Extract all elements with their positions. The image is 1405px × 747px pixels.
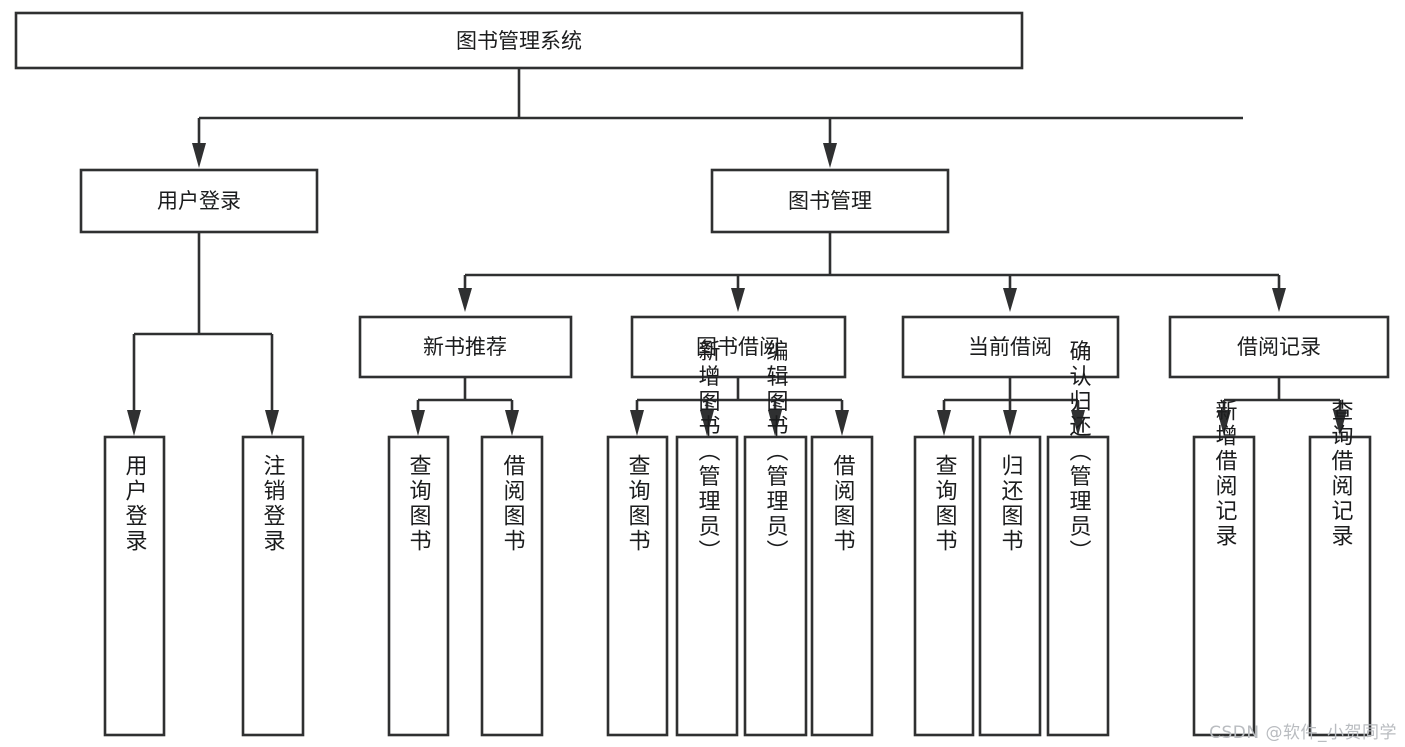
node-current-borrow-label: 当前借阅	[968, 335, 1052, 359]
leaf-current-borrow-return-label: 归还图书	[998, 454, 1024, 554]
leaf-user-login-logout-label: 注销登录	[260, 454, 286, 554]
leaf-user-login-login[interactable]: 用户登录	[103, 435, 166, 737]
leaf-current-borrow-query[interactable]: 查询图书	[913, 435, 975, 737]
leaf-book-borrow-borrow[interactable]: 借阅图书	[810, 435, 874, 737]
node-user-login-label: 用户登录	[157, 189, 241, 213]
leaf-current-borrow-confirm-label: 确认归还（管理员）	[1066, 340, 1092, 565]
leaf-borrow-record-query-label: 查询借阅记录	[1328, 399, 1354, 549]
connectors-root-to-level2	[192, 68, 1243, 168]
leaf-current-borrow-confirm[interactable]: 确认归还（管理员）	[1046, 340, 1110, 737]
node-root-system-label: 图书管理系统	[456, 29, 582, 53]
leaf-book-borrow-query-label: 查询图书	[625, 454, 651, 554]
leaf-book-borrow-add-label: 新增图书（管理员）	[695, 340, 721, 565]
connectors-level3-borrow-record	[1217, 377, 1347, 436]
leaf-borrow-record-add-label: 新增借阅记录	[1212, 399, 1238, 549]
node-book-management[interactable]: 图书管理	[710, 168, 950, 234]
node-root-system[interactable]: 图书管理系统	[14, 11, 1024, 70]
node-book-borrow-label: 图书借阅	[696, 335, 780, 359]
node-user-login[interactable]: 用户登录	[79, 168, 319, 234]
leaf-new-book-borrow-label: 借阅图书	[500, 454, 526, 554]
node-borrow-record-label: 借阅记录	[1237, 335, 1321, 359]
leaf-new-book-borrow[interactable]: 借阅图书	[480, 435, 544, 737]
node-new-book-recommend-label: 新书推荐	[423, 335, 507, 359]
leaf-book-borrow-edit-label: 编辑图书（管理员）	[763, 340, 789, 565]
leaf-borrow-record-query[interactable]: 查询借阅记录	[1308, 399, 1372, 737]
leaf-new-book-query[interactable]: 查询图书	[387, 435, 450, 737]
node-new-book-recommend[interactable]: 新书推荐	[358, 315, 573, 379]
leaf-borrow-record-add[interactable]: 新增借阅记录	[1192, 399, 1256, 737]
node-book-management-label: 图书管理	[788, 189, 872, 213]
leaf-user-login-login-label: 用户登录	[122, 454, 148, 554]
connectors-level3-new-book	[411, 377, 519, 436]
node-borrow-record[interactable]: 借阅记录	[1168, 315, 1390, 379]
leaf-book-borrow-add[interactable]: 新增图书（管理员）	[675, 340, 739, 737]
leaf-current-borrow-return[interactable]: 归还图书	[978, 435, 1042, 737]
csdn-watermark: CSDN @软件_小贺同学	[1209, 723, 1397, 743]
connectors-level2-book-management	[458, 232, 1286, 312]
leaf-user-login-logout[interactable]: 注销登录	[241, 435, 305, 737]
node-current-borrow[interactable]: 当前借阅	[901, 315, 1120, 379]
leaf-new-book-query-label: 查询图书	[406, 454, 432, 554]
leaf-book-borrow-edit[interactable]: 编辑图书（管理员）	[743, 340, 808, 737]
connectors-level2-user-login	[127, 232, 279, 436]
node-book-borrow[interactable]: 图书借阅	[630, 315, 847, 379]
leaf-current-borrow-query-label: 查询图书	[932, 454, 958, 554]
leaf-book-borrow-borrow-label: 借阅图书	[830, 454, 856, 554]
connectors-level3-book-borrow	[630, 377, 849, 436]
leaf-book-borrow-query[interactable]: 查询图书	[606, 435, 669, 737]
connectors-level3-current-borrow	[937, 377, 1085, 436]
